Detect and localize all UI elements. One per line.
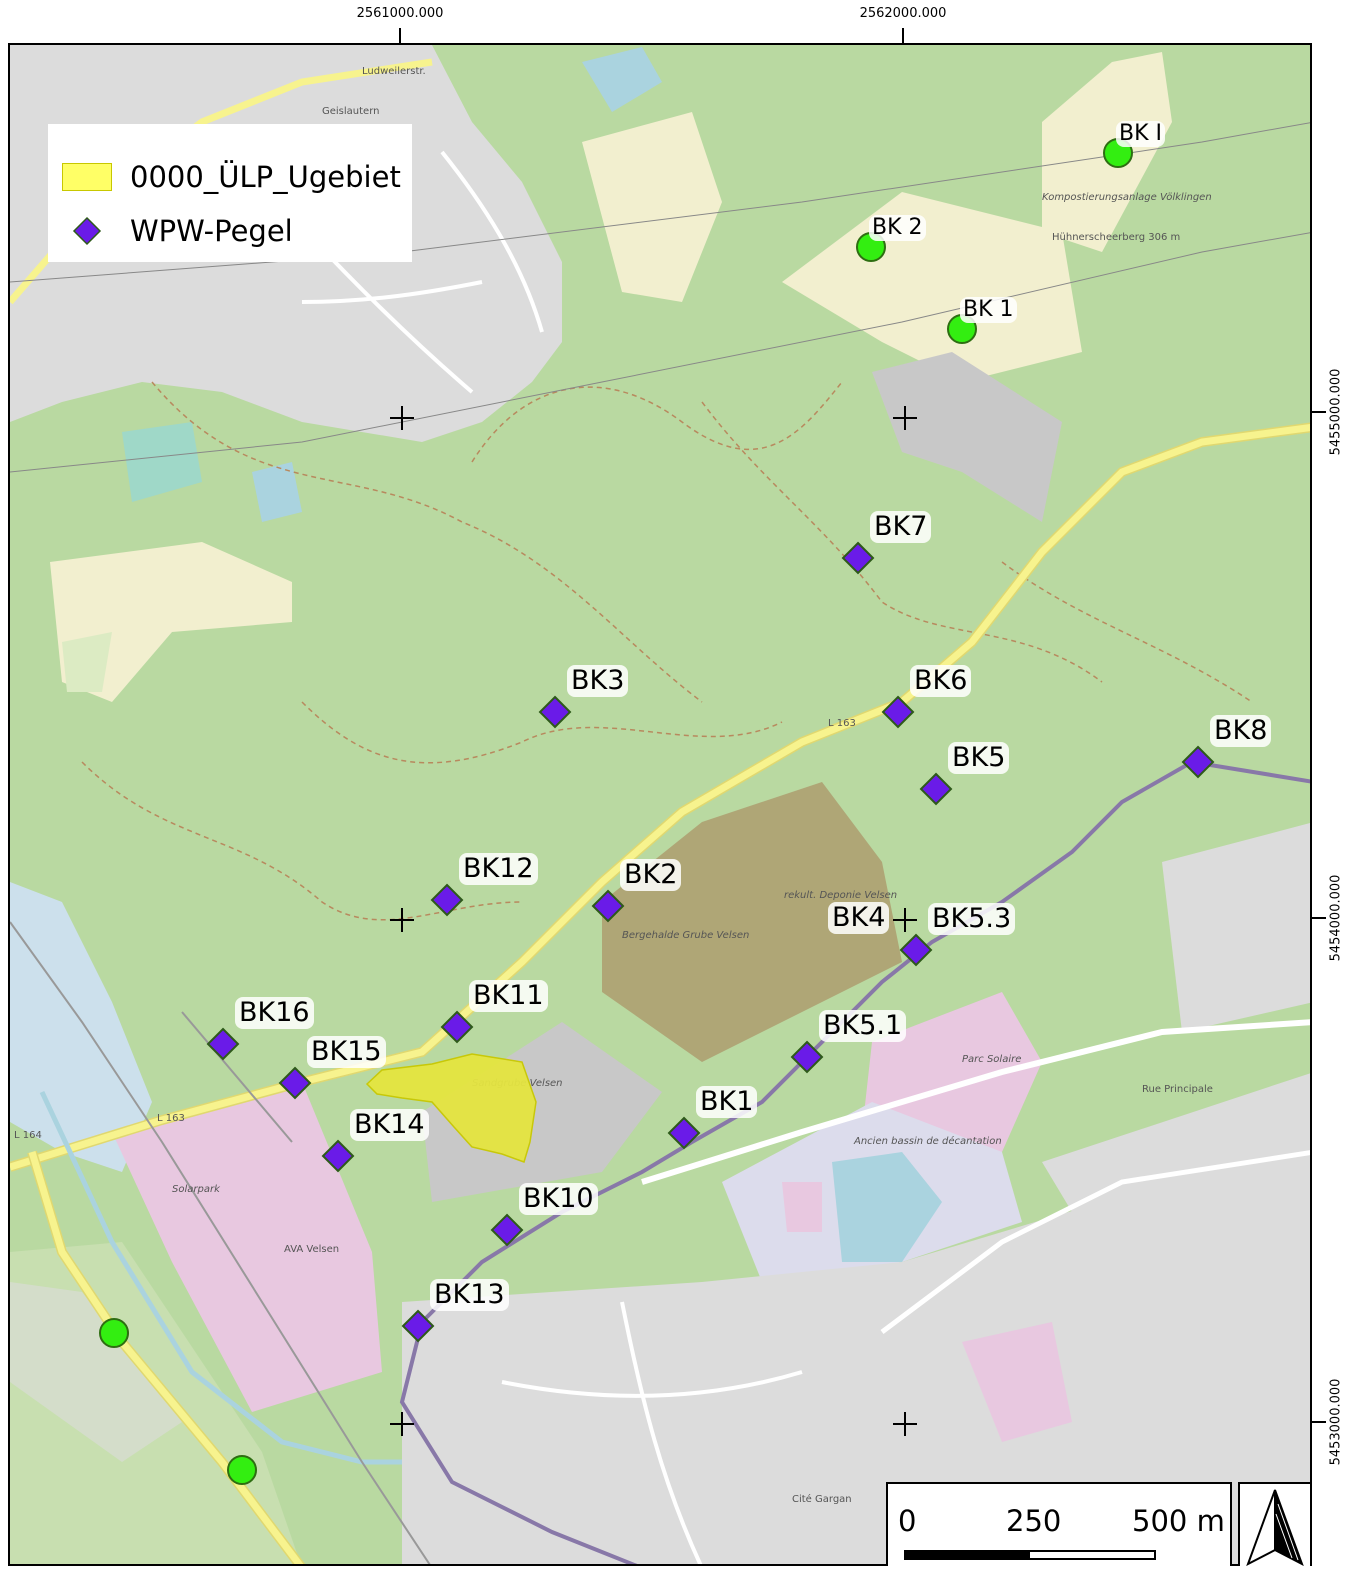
wpw-pegel-label-bk6: BK6 <box>910 665 972 697</box>
map-label-ava: AVA Velsen <box>284 1244 339 1255</box>
wpw-pegel-marker-bk14[interactable] <box>321 1139 355 1173</box>
basemap: Geislautern Ludweilerstr. L 163 L 163 L … <box>10 45 1310 1564</box>
north-arrow-icon <box>1246 1489 1304 1567</box>
wpw-pegel-label-bk5-3: BK5.3 <box>928 903 1016 935</box>
map-label-rue-principale: Rue Principale <box>1142 1084 1213 1095</box>
wpw-pegel-marker-bk15[interactable] <box>278 1066 312 1100</box>
map-label-ludweilerstr: Ludweilerstr. <box>362 66 426 77</box>
y-coord-label-1: 5455000.000 <box>1328 368 1344 456</box>
legend-label-wpw: WPW-Pegel <box>130 214 293 248</box>
wpw-pegel-marker-bk12[interactable] <box>430 883 464 917</box>
wpw-pegel-label-bk10: BK10 <box>519 1183 598 1215</box>
wpw-pegel-label-bk16: BK16 <box>235 997 314 1029</box>
y-tick-2 <box>1312 917 1326 919</box>
y-coord-label-3: 5453000.000 <box>1328 1378 1344 1466</box>
wpw-pegel-label-bk3: BK3 <box>567 665 629 697</box>
green-point-marker-unlabeled-2[interactable] <box>227 1455 257 1485</box>
scale-bar-graphic <box>904 1550 1156 1560</box>
legend-row-wpw: WPW-Pegel <box>62 214 293 248</box>
wpw-pegel-label-bk11: BK11 <box>469 980 548 1012</box>
grid-crosses <box>390 406 917 1436</box>
legend-row-ugebiet: 0000_ÜLP_Ugebiet <box>62 160 401 194</box>
map-label-bergehalde: Bergehalde Grube Velsen <box>622 930 749 941</box>
scale-bar: 0 250 500 m <box>886 1482 1232 1566</box>
wpw-pegel-label-bk7: BK7 <box>870 511 932 543</box>
wpw-pegel-marker-bk7[interactable] <box>841 541 875 575</box>
map-label-deponie: rekult. Deponie Velsen <box>784 890 897 901</box>
wpw-pegel-marker-bk3[interactable] <box>538 695 572 729</box>
wpw-pegel-label-bk5-1: BK5.1 <box>819 1010 907 1042</box>
wpw-pegel-label-bk12: BK12 <box>459 853 538 885</box>
wpw-pegel-marker-bk10[interactable] <box>490 1213 524 1247</box>
wpw-pegel-label-bk13: BK13 <box>430 1279 509 1311</box>
green-point-marker-unlabeled-1[interactable] <box>99 1318 129 1348</box>
green-point-label-bk-1: BK 1 <box>960 297 1017 323</box>
wpw-pegel-layer <box>206 541 1215 1343</box>
map-label-cite-gargan: Cité Gargan <box>792 1493 852 1505</box>
wpw-pegel-marker-bk1[interactable] <box>667 1116 701 1150</box>
map-label-solarpark: Solarpark <box>172 1184 221 1195</box>
ugebiet-polygon[interactable] <box>365 1053 537 1163</box>
wpw-pegel-label-bk4: BK4 <box>828 902 890 934</box>
scale-label-500: 500 m <box>1132 1504 1225 1538</box>
diamond-icon <box>62 215 112 247</box>
wpw-pegel-marker-bk5-3[interactable] <box>899 933 933 967</box>
map-canvas[interactable]: Geislautern Ludweilerstr. L 163 L 163 L … <box>8 43 1312 1566</box>
wpw-pegel-label-bk5: BK5 <box>948 742 1010 774</box>
wpw-pegel-marker-bk5[interactable] <box>919 772 953 806</box>
wpw-pegel-label-bk8: BK8 <box>1210 715 1272 747</box>
wpw-pegel-marker-bk16[interactable] <box>206 1027 240 1061</box>
x-coord-label-2: 2562000.000 <box>859 6 947 21</box>
x-tick-1 <box>399 28 401 43</box>
x-tick-2 <box>902 28 904 43</box>
wpw-pegel-marker-bk13[interactable] <box>401 1309 435 1343</box>
wpw-pegel-marker-bk5-1[interactable] <box>790 1040 824 1074</box>
wpw-pegel-marker-bk11[interactable] <box>440 1010 474 1044</box>
map-label-l163a: L 163 <box>828 718 856 729</box>
y-tick-1 <box>1312 411 1326 413</box>
wpw-pegel-label-bk14: BK14 <box>350 1109 429 1141</box>
wpw-pegel-marker-bk2[interactable] <box>591 889 625 923</box>
map-label-huehnerscheerberg: Hühnerscheerberg 306 m <box>1052 232 1180 243</box>
y-coord-label-2: 5454000.000 <box>1328 874 1344 962</box>
map-label-kompost: Kompostierungsanlage Völklingen <box>1042 192 1212 203</box>
green-point-label-bk-i: BK I <box>1116 121 1166 147</box>
map-label-parc-solaire: Parc Solaire <box>962 1054 1021 1065</box>
map-label-l163b: L 163 <box>157 1113 185 1124</box>
legend: 0000_ÜLP_Ugebiet WPW-Pegel <box>48 124 412 262</box>
north-arrow <box>1238 1482 1312 1567</box>
wpw-pegel-marker-bk8[interactable] <box>1181 745 1215 779</box>
wpw-pegel-label-bk1: BK1 <box>696 1086 758 1118</box>
legend-label-ugebiet: 0000_ÜLP_Ugebiet <box>130 160 401 194</box>
map-label-l164: L 164 <box>14 1130 42 1141</box>
wpw-pegel-label-bk15: BK15 <box>307 1036 386 1068</box>
scale-label-0: 0 <box>898 1504 917 1538</box>
wpw-pegel-label-bk2: BK2 <box>620 859 682 891</box>
wpw-pegel-marker-bk6[interactable] <box>881 695 915 729</box>
map-label-ancien-bassin: Ancien bassin de décantation <box>853 1135 1002 1147</box>
legend-polygon-swatch <box>62 163 112 191</box>
x-coord-label-1: 2561000.000 <box>356 6 444 21</box>
scale-label-250: 250 <box>1006 1504 1062 1538</box>
green-point-label-bk-2: BK 2 <box>869 215 926 241</box>
y-tick-3 <box>1312 1421 1326 1423</box>
map-label-geislautern: Geislautern <box>322 106 379 117</box>
